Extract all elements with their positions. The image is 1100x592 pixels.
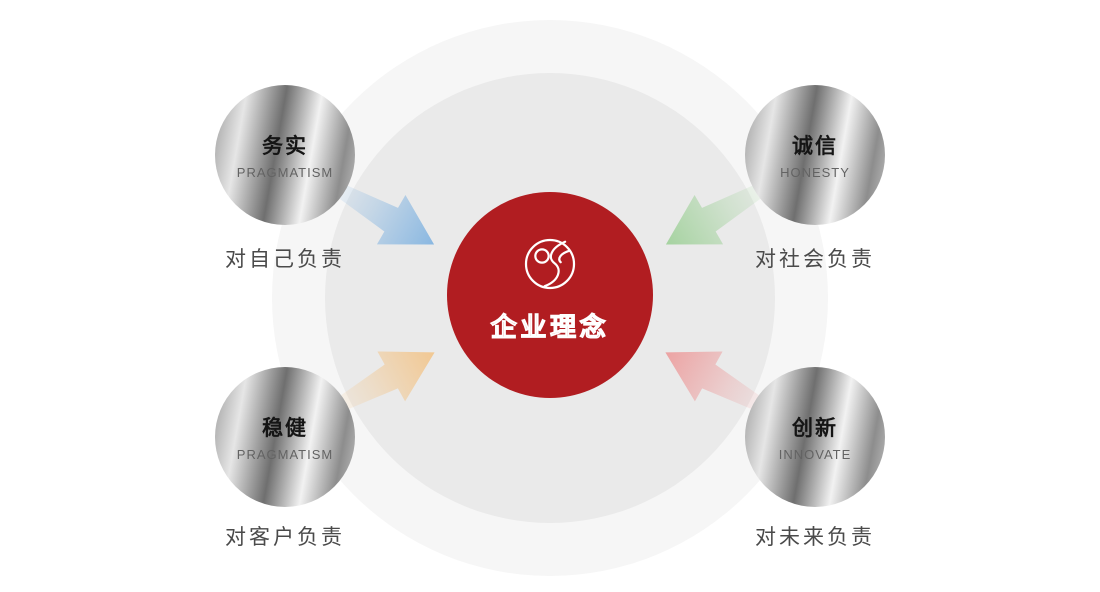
value-node-pragmatism: 务实 PRAGMATISM xyxy=(215,85,355,225)
caption-responsible-to-customers: 对客户负责 xyxy=(225,526,345,549)
value-node-cn-label: 创新 xyxy=(792,417,838,440)
caption-responsible-to-future: 对未来负责 xyxy=(755,526,875,549)
center-circle: 企业理念 xyxy=(447,192,653,398)
caption-responsible-to-self: 对自己负责 xyxy=(225,248,345,271)
company-logo-icon xyxy=(524,238,576,290)
center-title: 企业理念 xyxy=(490,312,610,343)
value-node-cn-label: 务实 xyxy=(262,135,308,158)
center-title-text: 企业理念 xyxy=(491,312,610,342)
caption-responsible-to-society: 对社会负责 xyxy=(755,248,875,271)
value-node-en-label: INNOVATE xyxy=(778,447,852,462)
value-node-steadiness: 稳健 PRAGMATISM xyxy=(215,367,355,507)
value-node-en-label: PRAGMATISM xyxy=(236,447,334,462)
value-node-cn-label: 诚信 xyxy=(792,135,838,158)
value-node-en-label: PRAGMATISM xyxy=(236,165,334,180)
value-node-en-label: HONESTY xyxy=(780,165,850,180)
value-node-cn-label: 稳健 xyxy=(262,417,308,440)
value-node-honesty: 诚信 HONESTY xyxy=(745,85,885,225)
value-node-innovate: 创新 INNOVATE xyxy=(745,367,885,507)
